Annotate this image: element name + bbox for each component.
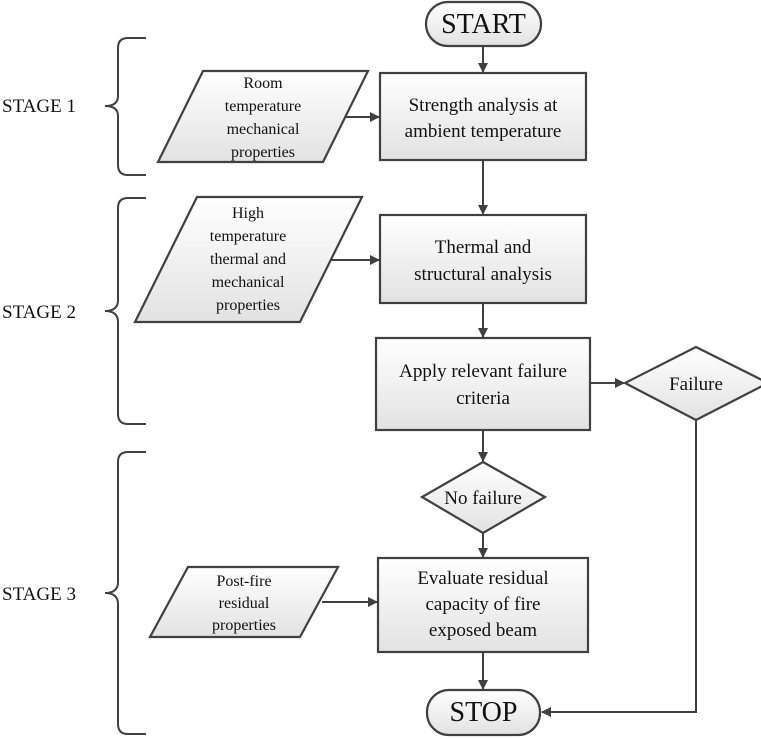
stage-1-label: STAGE 1 <box>2 96 76 117</box>
decision-failure: Failure <box>622 345 761 422</box>
start-terminal: START <box>424 0 543 48</box>
stage-3-label: STAGE 3 <box>2 584 76 605</box>
stage-1-brace <box>104 37 146 176</box>
decision-no-failure: No failure <box>419 460 548 535</box>
stop-terminal: STOP <box>425 688 542 737</box>
stage-3-brace <box>104 451 146 735</box>
svg-text:Failure: Failure <box>669 374 723 395</box>
arrow-failure-to-stop <box>541 420 697 717</box>
stage-2-label: STAGE 2 <box>2 302 76 323</box>
stage-2-brace <box>104 197 146 425</box>
svg-text:STOP: STOP <box>450 697 518 728</box>
svg-text:START: START <box>441 9 526 40</box>
svg-text:No failure: No failure <box>444 488 522 509</box>
